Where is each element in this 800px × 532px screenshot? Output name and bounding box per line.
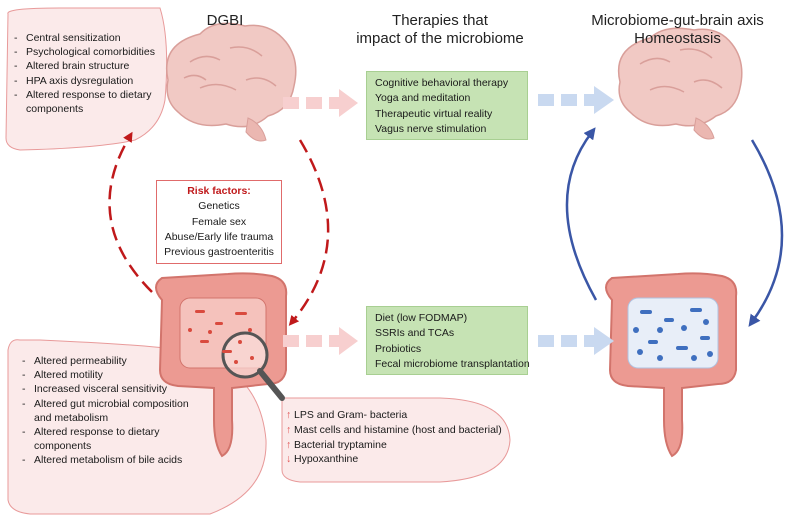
dgbi-gut-illustration (155, 272, 288, 458)
list-item: Psychological comorbidities (14, 45, 155, 59)
dgbi-brain-illustration (166, 22, 297, 142)
homeostasis-arrow-down (748, 139, 784, 327)
therapy-item: Probiotics (375, 342, 422, 355)
list-item: HPA axis dysregulation (14, 74, 155, 88)
increase-item: LPS and Gram- bacteria (286, 408, 502, 423)
list-item: Altered motility (22, 368, 189, 382)
brain-to-therapy-arrow (283, 89, 358, 117)
list-item: Central sensitization (14, 31, 155, 45)
list-item: Altered gut microbial composition (22, 397, 189, 411)
gut-alterations-list: Altered permeability Altered motility In… (22, 354, 189, 468)
homeostasis-brain-illustration (617, 27, 743, 140)
therapy-item: Diet (low FODMAP) (375, 312, 468, 324)
risk-factor-item: Previous gastroenteritis (164, 246, 274, 259)
list-item: components (26, 103, 84, 116)
list-item: Altered brain structure (14, 59, 155, 73)
therapy-item: SSRIs and TCAs (375, 327, 455, 340)
therapies-heading-line1: Therapies that (392, 12, 488, 29)
homeostasis-arrow-up (565, 127, 598, 301)
therapy-to-brain-arrow (538, 86, 614, 114)
gut-to-therapy-arrow (283, 327, 358, 355)
brain-alterations-list: Central sensitization Psychological como… (14, 31, 155, 116)
risk-factor-item: Abuse/Early life trauma (164, 230, 274, 243)
list-item: and metabolism (34, 411, 109, 424)
therapy-item: Vagus nerve stimulation (375, 122, 487, 135)
list-item: Altered permeability (22, 354, 189, 368)
dgbi-cycle-arrow-down (288, 139, 330, 326)
risk-factors-box: Risk factors: Genetics Female sex Abuse/… (156, 180, 282, 264)
therapy-item: Fecal microbiome transplantation (375, 357, 530, 370)
list-item: Increased visceral sensitivity (22, 382, 189, 396)
risk-factors-title: Risk factors: (187, 185, 251, 197)
gut-therapies-box: Diet (low FODMAP) SSRIs and TCAs Probiot… (366, 306, 530, 375)
homeostasis-heading-line2: Homeostasis (634, 30, 721, 47)
therapy-item: Cognitive behavioral therapy (375, 77, 509, 89)
therapies-heading-line2: impact of the microbiome (356, 30, 524, 47)
brain-therapies-box: Cognitive behavioral therapy Yoga and me… (366, 71, 528, 140)
risk-factor-item: Genetics (198, 200, 240, 213)
increase-item: Bacterial tryptamine (286, 438, 502, 453)
therapy-item: Yoga and meditation (375, 92, 471, 105)
list-item: Altered response to dietary (14, 88, 155, 102)
homeostasis-gut-illustration (605, 272, 738, 458)
decrease-item: Hypoxanthine (286, 452, 502, 467)
dgbi-heading: DGBI (206, 12, 244, 29)
homeostasis-heading-line1: Microbiome-gut-brain axis (591, 12, 764, 29)
therapy-item: Therapeutic virtual reality (375, 107, 493, 120)
dgbi-cycle-arrow-up (108, 131, 153, 293)
list-item: Altered response to dietary (22, 425, 189, 439)
list-item: components (34, 440, 92, 453)
list-item: Altered metabolism of bile acids (22, 453, 189, 467)
risk-factor-item: Female sex (191, 215, 247, 228)
increase-item: Mast cells and histamine (host and bacte… (286, 423, 502, 438)
microbial-changes-list: LPS and Gram- bacteria Mast cells and hi… (286, 408, 502, 467)
therapy-to-gut-arrow (538, 327, 614, 355)
